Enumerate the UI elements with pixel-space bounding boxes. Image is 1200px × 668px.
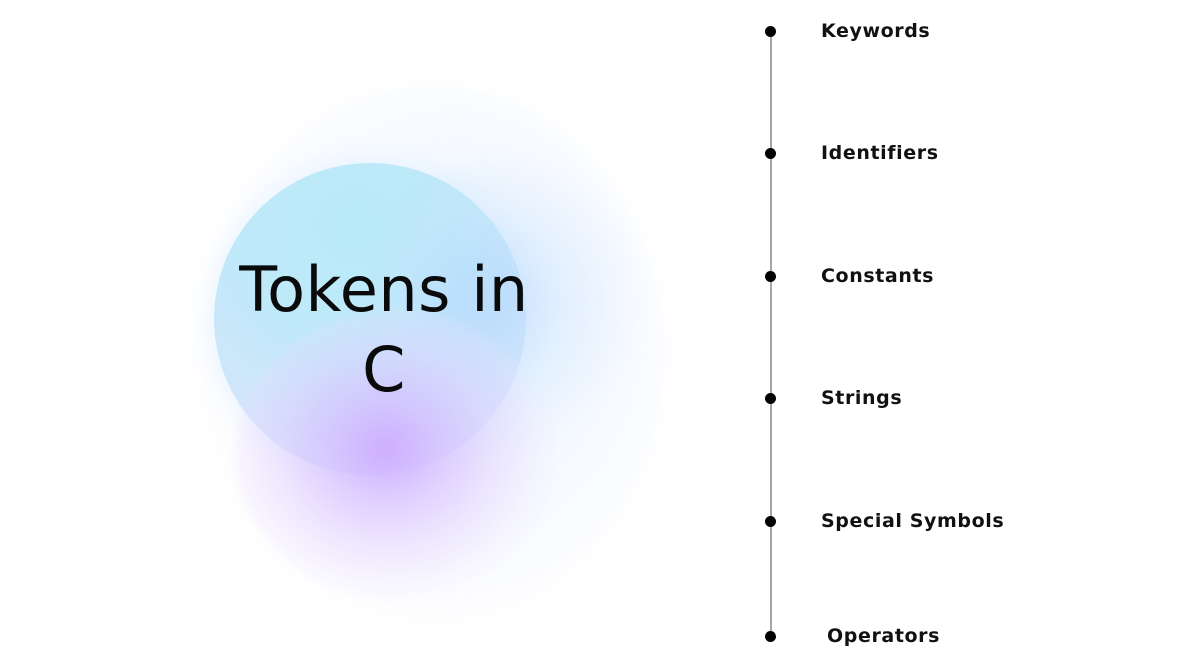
diagram-title: Tokens in C bbox=[214, 250, 554, 410]
timeline-item-keywords: Keywords bbox=[765, 20, 930, 42]
title-line-1: Tokens in bbox=[239, 253, 529, 326]
timeline-item-strings: Strings bbox=[765, 387, 902, 409]
timeline-label: Special Symbols bbox=[821, 510, 1005, 532]
timeline-label: Constants bbox=[821, 265, 935, 287]
timeline-label: Keywords bbox=[821, 20, 931, 42]
timeline-item-identifiers: Identifiers bbox=[765, 142, 938, 164]
timeline-line bbox=[770, 31, 772, 637]
timeline-item-constants: Constants bbox=[765, 265, 933, 287]
timeline-item-operators: Operators bbox=[765, 625, 939, 647]
timeline-label: Operators bbox=[827, 625, 941, 647]
timeline-label: Strings bbox=[821, 387, 903, 409]
title-line-2: C bbox=[362, 333, 406, 406]
timeline-label: Identifiers bbox=[821, 142, 939, 164]
bullet-dot-icon bbox=[765, 147, 776, 159]
bullet-dot-icon bbox=[765, 25, 776, 37]
bullet-dot-icon bbox=[765, 630, 776, 642]
bullet-dot-icon bbox=[765, 392, 776, 404]
bullet-dot-icon bbox=[765, 515, 776, 527]
bullet-dot-icon bbox=[765, 270, 776, 282]
timeline-item-special-symbols: Special Symbols bbox=[765, 510, 1004, 532]
purple-glow bbox=[235, 310, 555, 600]
